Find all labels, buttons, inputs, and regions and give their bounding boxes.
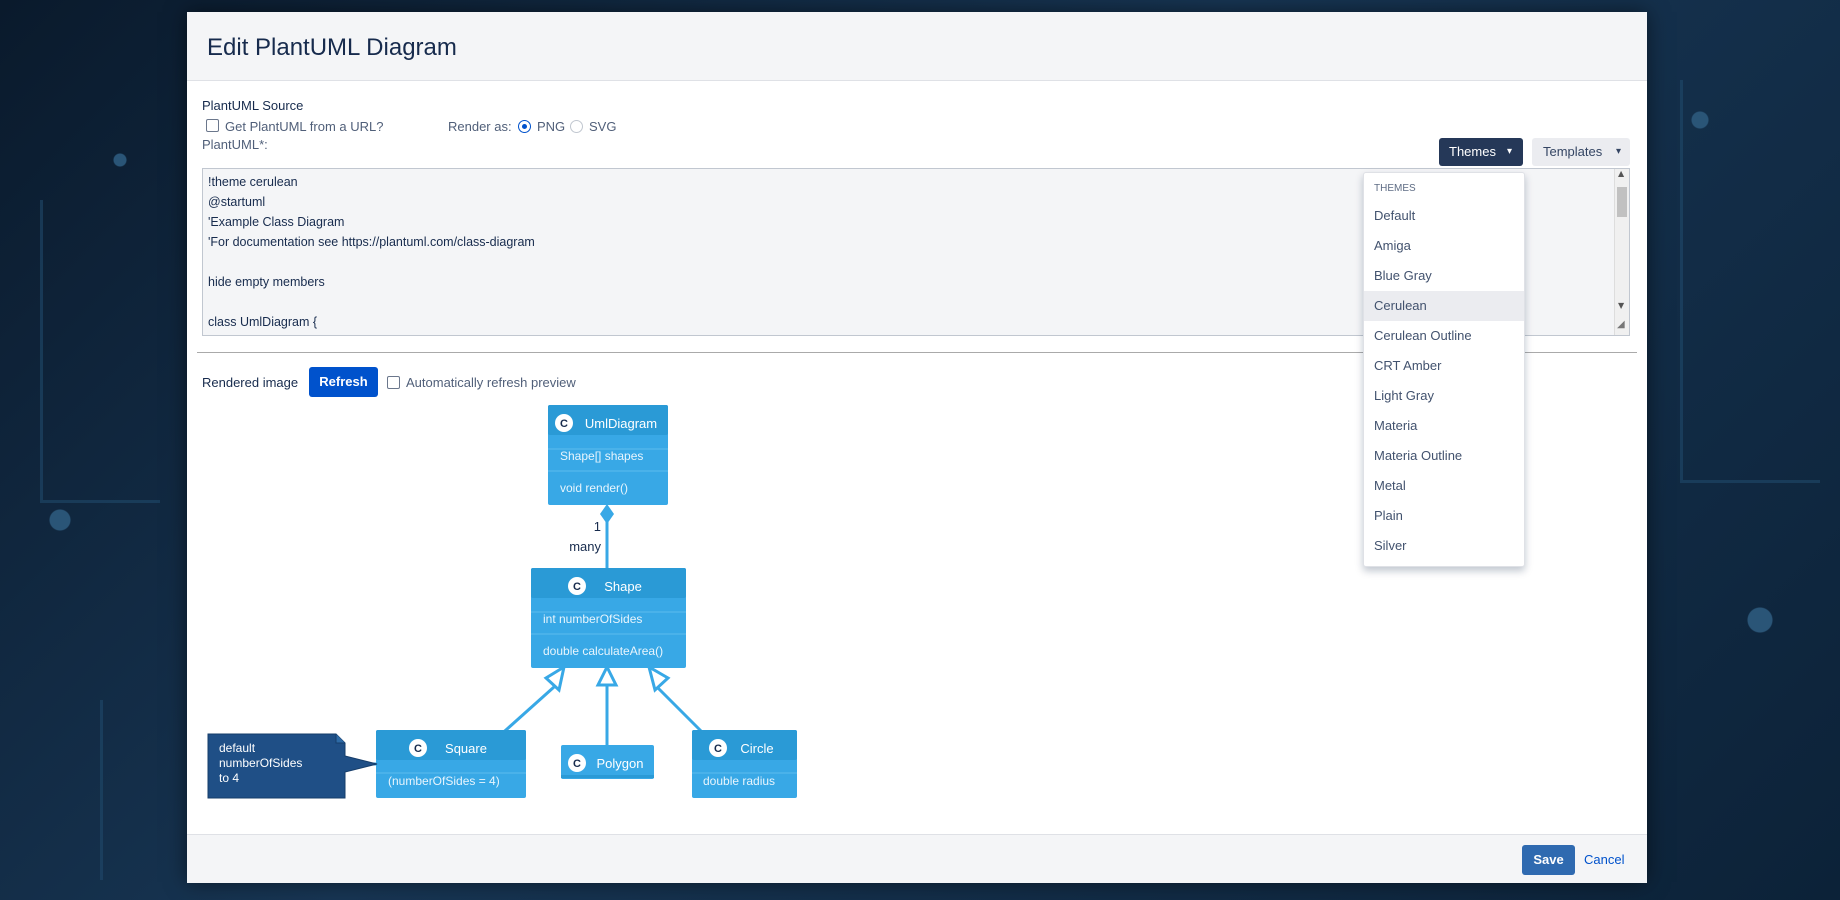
edit-diagram-dialog: Edit PlantUML Diagram PlantUML Source Ge… bbox=[187, 12, 1647, 883]
theme-option-silver[interactable]: Silver bbox=[1374, 538, 1407, 553]
render-as-label: Render as: bbox=[448, 119, 512, 134]
save-button[interactable]: Save bbox=[1522, 845, 1575, 875]
class-name: Circle bbox=[740, 741, 773, 756]
auto-refresh-label[interactable]: Automatically refresh preview bbox=[406, 375, 576, 390]
class-shape: C Shape int numberOfSides double calcula… bbox=[531, 568, 686, 668]
inheritance-arrow bbox=[595, 663, 619, 687]
url-checkbox-label[interactable]: Get PlantUML from a URL? bbox=[225, 119, 384, 134]
theme-option-plain[interactable]: Plain bbox=[1374, 508, 1403, 523]
render-svg-radio[interactable] bbox=[570, 120, 583, 133]
source-section-label: PlantUML Source bbox=[202, 98, 304, 113]
note-line: default bbox=[219, 741, 256, 755]
theme-option-crt-amber[interactable]: CRT Amber bbox=[1374, 358, 1442, 373]
class-member: double radius bbox=[703, 774, 775, 788]
section-divider bbox=[197, 352, 1637, 353]
class-stereotype-icon bbox=[568, 754, 586, 772]
inheritance-arrow bbox=[646, 663, 671, 693]
class-umldiagram: C UmlDiagram Shape[] shapes void render(… bbox=[548, 405, 668, 505]
themes-dropdown-menu: THEMES Default Amiga Blue Gray Cerulean … bbox=[1363, 172, 1525, 567]
theme-option-cerulean[interactable]: Cerulean bbox=[1364, 291, 1524, 321]
theme-option-amiga[interactable]: Amiga bbox=[1374, 238, 1411, 253]
themes-button-label: Themes bbox=[1449, 144, 1496, 159]
scroll-up-icon[interactable]: ▲ bbox=[1618, 169, 1625, 178]
rendered-image-label: Rendered image bbox=[202, 375, 299, 390]
cancel-button[interactable]: Cancel bbox=[1584, 852, 1625, 867]
code-line: 'Example Class Diagram bbox=[208, 215, 345, 229]
refresh-button[interactable]: Refresh bbox=[309, 367, 378, 397]
templates-button[interactable]: Templates ▾ bbox=[1532, 138, 1630, 166]
themes-button[interactable]: Themes ▾ bbox=[1439, 138, 1523, 166]
auto-refresh-checkbox[interactable] bbox=[387, 376, 400, 389]
class-name: Polygon bbox=[597, 756, 644, 771]
class-member: int numberOfSides bbox=[543, 612, 642, 626]
class-name: UmlDiagram bbox=[585, 416, 657, 431]
render-svg-label[interactable]: SVG bbox=[589, 119, 617, 134]
theme-option-default[interactable]: Default bbox=[1374, 208, 1416, 223]
note-line: numberOfSides bbox=[219, 756, 302, 770]
templates-button-label: Templates bbox=[1543, 144, 1603, 159]
class-member: double calculateArea() bbox=[543, 644, 663, 658]
theme-option-metal[interactable]: Metal bbox=[1374, 478, 1406, 493]
stereotype-letter: C bbox=[414, 743, 422, 755]
theme-option-materia[interactable]: Materia bbox=[1374, 418, 1418, 433]
dialog-header: Edit PlantUML Diagram bbox=[187, 12, 1647, 81]
class-square: C Square (numberOfSides = 4) bbox=[376, 730, 526, 798]
theme-option-materia-outline[interactable]: Materia Outline bbox=[1374, 448, 1463, 463]
uml-note: default numberOfSides to 4 bbox=[207, 733, 378, 799]
class-circle: C Circle double radius bbox=[692, 730, 797, 798]
stereotype-letter: C bbox=[714, 743, 722, 755]
scroll-down-icon[interactable]: ▼ bbox=[1618, 301, 1625, 310]
theme-option-cerulean-outline[interactable]: Cerulean Outline bbox=[1374, 328, 1472, 343]
theme-option-blue-gray[interactable]: Blue Gray bbox=[1374, 268, 1432, 283]
chevron-down-icon: ▾ bbox=[1616, 146, 1622, 157]
theme-option-light-gray[interactable]: Light Gray bbox=[1374, 388, 1434, 403]
render-png-label[interactable]: PNG bbox=[537, 119, 566, 134]
code-line: class UmlDiagram { bbox=[208, 315, 318, 329]
scrollbar-thumb[interactable] bbox=[1617, 187, 1627, 217]
editor-scrollbar[interactable]: ▲ ▼ ◢ bbox=[1614, 169, 1629, 335]
dialog-title: Edit PlantUML Diagram bbox=[207, 34, 457, 61]
resize-handle-icon[interactable]: ◢ bbox=[1617, 319, 1625, 330]
code-line: 'For documentation see https://plantuml.… bbox=[208, 235, 535, 249]
render-png-radio[interactable] bbox=[518, 120, 531, 133]
dialog-footer: Save Cancel bbox=[187, 834, 1647, 883]
stereotype-letter: C bbox=[573, 581, 581, 593]
code-line: @startuml bbox=[208, 195, 266, 209]
class-member: Shape[] shapes bbox=[560, 449, 643, 463]
themes-menu-heading: THEMES bbox=[1374, 183, 1416, 194]
class-stereotype-icon bbox=[409, 739, 427, 757]
class-stereotype-icon bbox=[555, 414, 573, 432]
class-member: (numberOfSides = 4) bbox=[388, 774, 500, 788]
class-stereotype-icon bbox=[568, 577, 586, 595]
code-line: !theme cerulean bbox=[208, 175, 298, 189]
url-checkbox[interactable] bbox=[206, 119, 219, 132]
class-name: Shape bbox=[604, 579, 642, 594]
chevron-down-icon: ▾ bbox=[1507, 146, 1513, 157]
multiplicity-many: many bbox=[569, 539, 601, 554]
class-member: void render() bbox=[560, 481, 628, 495]
composition-diamond bbox=[600, 504, 614, 524]
multiplicity-one: 1 bbox=[594, 519, 601, 534]
class-polygon: C Polygon bbox=[561, 745, 654, 779]
code-line: hide empty members bbox=[208, 275, 325, 289]
class-name: Square bbox=[445, 741, 487, 756]
rendered-uml-diagram: 1 many C UmlDiagram Shape[] shapes void … bbox=[207, 405, 797, 799]
note-line: to 4 bbox=[219, 771, 239, 785]
stereotype-letter: C bbox=[560, 418, 568, 430]
plantuml-field-label: PlantUML*: bbox=[202, 137, 268, 152]
stereotype-letter: C bbox=[573, 758, 581, 770]
class-stereotype-icon bbox=[709, 739, 727, 757]
inheritance-arrow bbox=[543, 663, 567, 693]
